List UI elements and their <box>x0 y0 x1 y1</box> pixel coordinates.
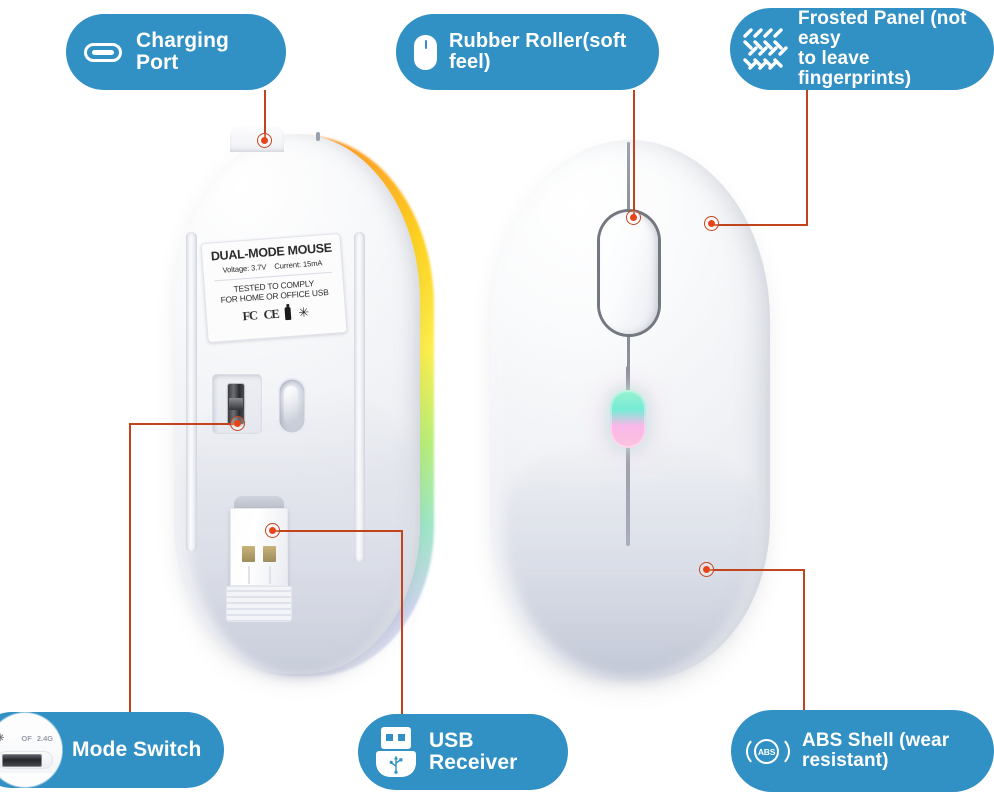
callout-frosted-panel-label: Frosted Panel (not easy to leave fingerp… <box>798 8 967 89</box>
usb-receiver-cap <box>234 496 284 510</box>
rgb-light-indicator <box>610 390 646 448</box>
callout-mode-switch-label: Mode Switch <box>72 737 202 761</box>
connector-mode-switch-vertical <box>129 423 131 719</box>
usb-receiver-dock <box>224 496 294 626</box>
product-spec-label: DUAL-MODE MOUSE Voltage: 3.7V Current: 1… <box>200 233 348 343</box>
mode-switch-knob[interactable] <box>229 398 243 410</box>
usb-contact-pad <box>263 546 276 562</box>
abs-icon-text: ABS <box>754 739 779 764</box>
top-edge-slot <box>316 132 320 141</box>
spec-voltage: Voltage: 3.7V <box>222 262 267 275</box>
connector-charging-port <box>264 90 266 140</box>
optical-sensor-lens <box>278 378 306 434</box>
spec-current: Current: 15mA <box>274 258 323 271</box>
usb-contact-pad <box>242 546 255 562</box>
ce-mark: CE <box>263 306 279 322</box>
marker-usb-receiver <box>265 523 280 538</box>
connector-rubber-roller <box>633 90 635 217</box>
connector-frosted-panel-vertical <box>806 90 808 225</box>
usb-flash-drive-icon <box>376 727 416 777</box>
callout-frosted-panel[interactable]: Frosted Panel (not easy to leave fingerp… <box>730 8 994 90</box>
callout-rubber-roller[interactable]: Rubber Roller(soft feel) <box>396 14 659 90</box>
scroll-wheel[interactable] <box>600 212 658 334</box>
mouse-icon <box>414 34 437 70</box>
usb-receiver-connector <box>230 508 288 586</box>
bluetooth-mark-icon: ✳ <box>297 304 310 320</box>
callout-usb-receiver[interactable]: USB Receiver <box>358 714 568 790</box>
mode-switch-photo-thumbnail: ✳ OF 2.4G <box>0 713 62 787</box>
thumbnail-switch <box>0 751 53 769</box>
connector-usb-receiver-vertical <box>401 530 403 722</box>
usb-slit <box>248 566 250 584</box>
callout-usb-receiver-label: USB Receiver <box>429 728 518 774</box>
connector-abs-shell-horizontal <box>706 569 805 571</box>
abs-material-icon: ABS <box>745 731 791 771</box>
mouse-top-view <box>490 140 770 680</box>
callout-rubber-roller-label: Rubber Roller(soft feel) <box>449 30 627 73</box>
callout-mode-switch[interactable]: ✳ OF 2.4G Mode Switch <box>0 712 224 788</box>
connector-mode-switch-horizontal <box>129 423 239 425</box>
connector-usb-receiver-horizontal <box>272 530 403 532</box>
switch-off-label: OF <box>21 734 32 743</box>
fcc-mark: FC <box>242 307 258 323</box>
marker-frosted-panel <box>704 216 719 231</box>
foot-rail-right <box>354 232 365 562</box>
usb-mark-icon <box>284 306 292 320</box>
callout-abs-shell-label: ABS Shell (wear resistant) <box>802 730 950 771</box>
button-split-seam-lower <box>626 366 630 546</box>
callout-abs-shell[interactable]: ABS ABS Shell (wear resistant) <box>731 710 994 792</box>
marker-charging-port <box>257 133 272 148</box>
mouse-top-shading <box>504 440 756 678</box>
switch-24g-label: 2.4G <box>36 734 54 743</box>
usb-slit <box>269 566 271 584</box>
connector-frosted-panel-horizontal <box>712 224 808 226</box>
foot-rail-left <box>186 232 197 552</box>
marker-rubber-roller <box>626 210 641 225</box>
usb-receiver-grip <box>226 586 292 622</box>
crosshatch-weave-icon <box>742 27 788 71</box>
spec-certification-marks: FC CE ✳ <box>211 302 342 326</box>
bluetooth-glyph: ✳ <box>0 733 5 744</box>
marker-mode-switch <box>230 416 245 431</box>
callout-charging-port[interactable]: Charging Port <box>66 14 286 90</box>
usb-c-port-icon <box>84 42 122 62</box>
mode-switch-slider[interactable] <box>228 384 244 424</box>
callout-charging-port-label: Charging Port <box>136 28 229 74</box>
connector-abs-shell-vertical <box>803 569 805 714</box>
mouse-bottom-view: DUAL-MODE MOUSE Voltage: 3.7V Current: 1… <box>174 126 434 676</box>
marker-abs-shell <box>699 562 714 577</box>
